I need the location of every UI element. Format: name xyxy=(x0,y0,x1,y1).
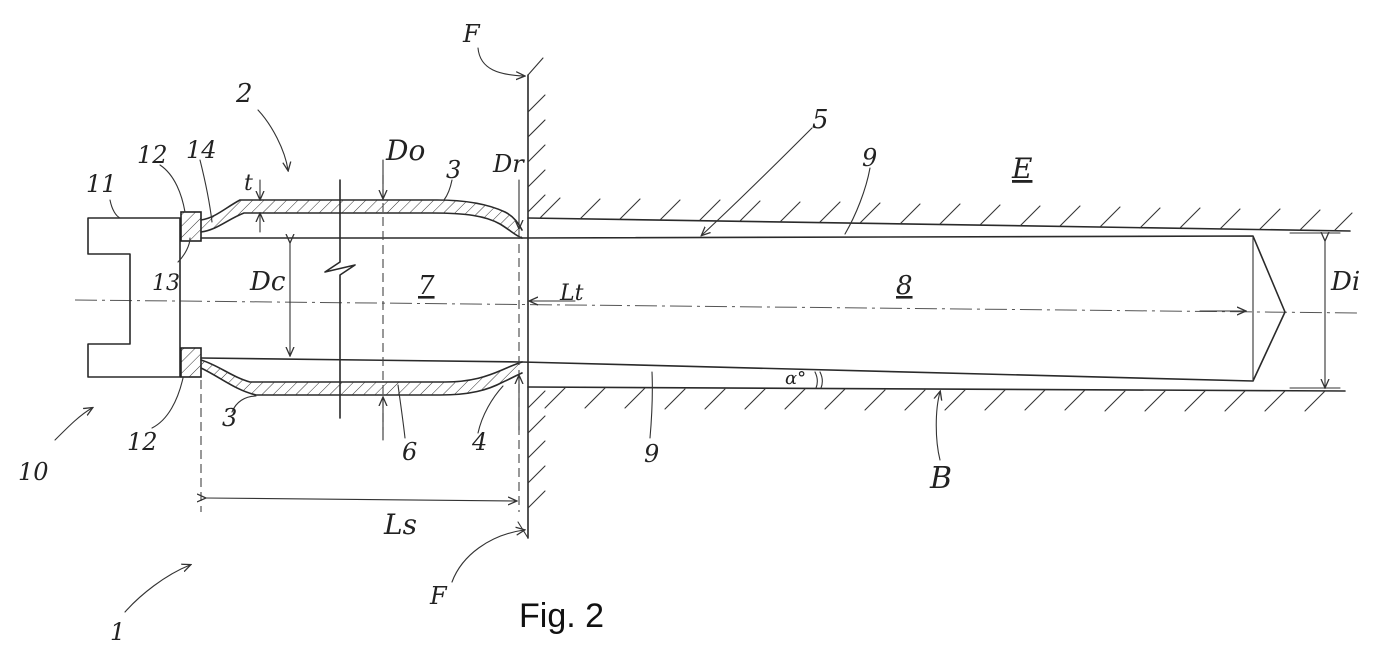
label-7: 7 xyxy=(418,271,435,301)
leader-14 xyxy=(199,159,213,223)
body-hatch-bottom xyxy=(544,387,1326,412)
leader-F-bottom xyxy=(451,530,524,583)
figure-caption: Fig. 2 xyxy=(519,597,604,635)
leader-9-top xyxy=(844,167,871,235)
leader-3-bottom xyxy=(231,395,257,413)
leader-B xyxy=(936,392,940,461)
label-E: E xyxy=(1011,152,1032,185)
leader-1 xyxy=(124,565,190,613)
label-6: 6 xyxy=(402,438,417,466)
seal-lower xyxy=(180,347,202,378)
label-F-bottom: F xyxy=(429,582,448,610)
label-F-top: F xyxy=(462,20,481,48)
label-4: 4 xyxy=(471,428,487,456)
label-Dc: Dc xyxy=(249,267,286,297)
cavity-bottom-line xyxy=(200,357,523,363)
leader-11 xyxy=(109,199,121,219)
flange-top-tick xyxy=(527,57,544,76)
dim-ls-line xyxy=(205,498,516,501)
tool-body xyxy=(87,217,181,378)
label-3-bottom: 3 xyxy=(222,404,237,432)
angle-arc xyxy=(814,371,818,389)
label-8: 8 xyxy=(896,271,913,301)
label-12-bottom: 12 xyxy=(127,428,158,456)
body-top-line xyxy=(527,217,1351,232)
leader-13 xyxy=(177,237,191,263)
leader-9-bottom xyxy=(649,371,653,439)
leader-5 xyxy=(702,127,813,235)
label-Di: Di xyxy=(1330,267,1360,297)
label-t: t xyxy=(244,171,253,196)
label-1: 1 xyxy=(110,618,125,646)
label-Ls: Ls xyxy=(383,508,417,541)
label-B: B xyxy=(929,461,952,496)
flange-hatch-upper xyxy=(527,94,546,213)
sleeve-upper-inner xyxy=(200,212,523,239)
label-9-bottom: 9 xyxy=(644,440,659,468)
body-bottom-line xyxy=(527,386,1346,392)
label-11: 11 xyxy=(86,170,117,198)
sleeve-lower-hatch xyxy=(201,360,522,395)
label-5: 5 xyxy=(812,105,829,135)
label-Lt: Lt xyxy=(559,281,584,306)
label-10: 10 xyxy=(18,458,49,486)
leader-12-bottom xyxy=(151,377,184,429)
center-axis xyxy=(74,299,1361,314)
label-Dr: Dr xyxy=(492,150,525,178)
label-13: 13 xyxy=(152,271,180,296)
leader-3-top xyxy=(443,179,453,201)
leader-2 xyxy=(257,109,288,170)
label-14: 14 xyxy=(186,136,217,164)
flange-hatch-lower xyxy=(527,390,546,509)
label-Do: Do xyxy=(385,134,425,167)
body-hatch-top xyxy=(539,197,1353,231)
leader-10 xyxy=(54,408,92,441)
leader-12-top xyxy=(159,164,186,213)
angle-arc-2 xyxy=(819,371,823,389)
label-9-top: 9 xyxy=(862,144,877,172)
label-3-top: 3 xyxy=(446,156,461,184)
leader-F-top xyxy=(477,47,524,76)
leader-6 xyxy=(397,384,406,439)
seal-upper xyxy=(180,211,202,242)
sleeve-upper-hatch xyxy=(201,200,522,238)
label-alpha: α° xyxy=(785,368,806,389)
leader-4 xyxy=(477,385,504,434)
label-2: 2 xyxy=(235,79,253,109)
break-line xyxy=(324,179,356,419)
bore-outline xyxy=(521,235,1286,382)
label-12-top: 12 xyxy=(137,141,168,169)
sleeve-lower-inner xyxy=(200,359,523,383)
